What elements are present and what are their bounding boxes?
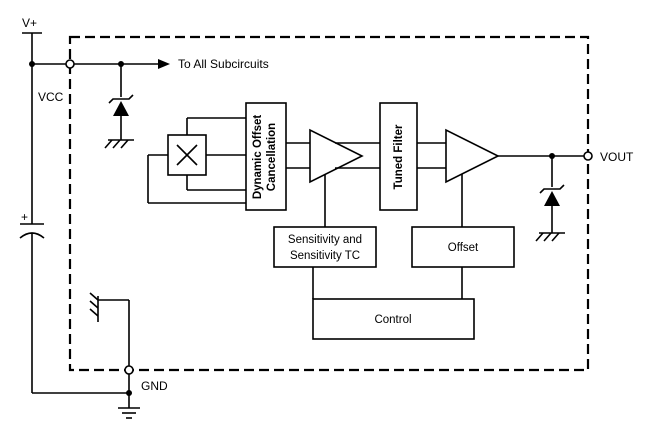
amplifier-triangle-icon bbox=[309, 128, 364, 184]
package-boundary bbox=[68, 35, 590, 372]
vout-pin bbox=[583, 151, 593, 161]
vcc-pin bbox=[65, 59, 75, 69]
offset-block bbox=[411, 226, 515, 268]
tuned-filter-block bbox=[379, 102, 418, 211]
control-block bbox=[312, 298, 475, 340]
ground-icon bbox=[104, 139, 134, 149]
dynamic-offset-cancellation-block bbox=[245, 102, 287, 211]
capacitor-plus: + bbox=[21, 210, 28, 224]
sensitivity-label-line1: Sensitivity and bbox=[288, 234, 362, 246]
amplifier-triangle-icon bbox=[445, 128, 500, 184]
vout-label: VOUT bbox=[600, 150, 634, 164]
tuned-filter-label: Tuned Filter bbox=[393, 124, 405, 189]
offset-label: Offset bbox=[448, 242, 479, 254]
vplus-label: V+ bbox=[22, 16, 37, 30]
sensitivity-label-line2: Sensitivity TC bbox=[290, 250, 360, 262]
ground-icon bbox=[535, 232, 565, 242]
dynamic-offset-label-line2: Cancellation bbox=[266, 123, 278, 191]
zener-diode-icon bbox=[108, 94, 134, 116]
zener-diode-icon bbox=[539, 184, 565, 206]
arrow-right-icon bbox=[158, 59, 170, 69]
sensitivity-block bbox=[273, 226, 377, 268]
gnd-pin bbox=[124, 365, 134, 375]
junction-dot bbox=[29, 61, 35, 67]
control-label: Control bbox=[374, 314, 411, 326]
vcc-label: VCC bbox=[38, 90, 64, 104]
to-all-subcircuits-label: To All Subcircuits bbox=[178, 57, 269, 71]
ground-icon bbox=[118, 407, 140, 419]
junction-dot bbox=[126, 390, 132, 396]
gnd-label: GND bbox=[141, 379, 168, 393]
dynamic-offset-label-line1: Dynamic Offset bbox=[252, 115, 264, 200]
ground-icon bbox=[89, 292, 99, 322]
